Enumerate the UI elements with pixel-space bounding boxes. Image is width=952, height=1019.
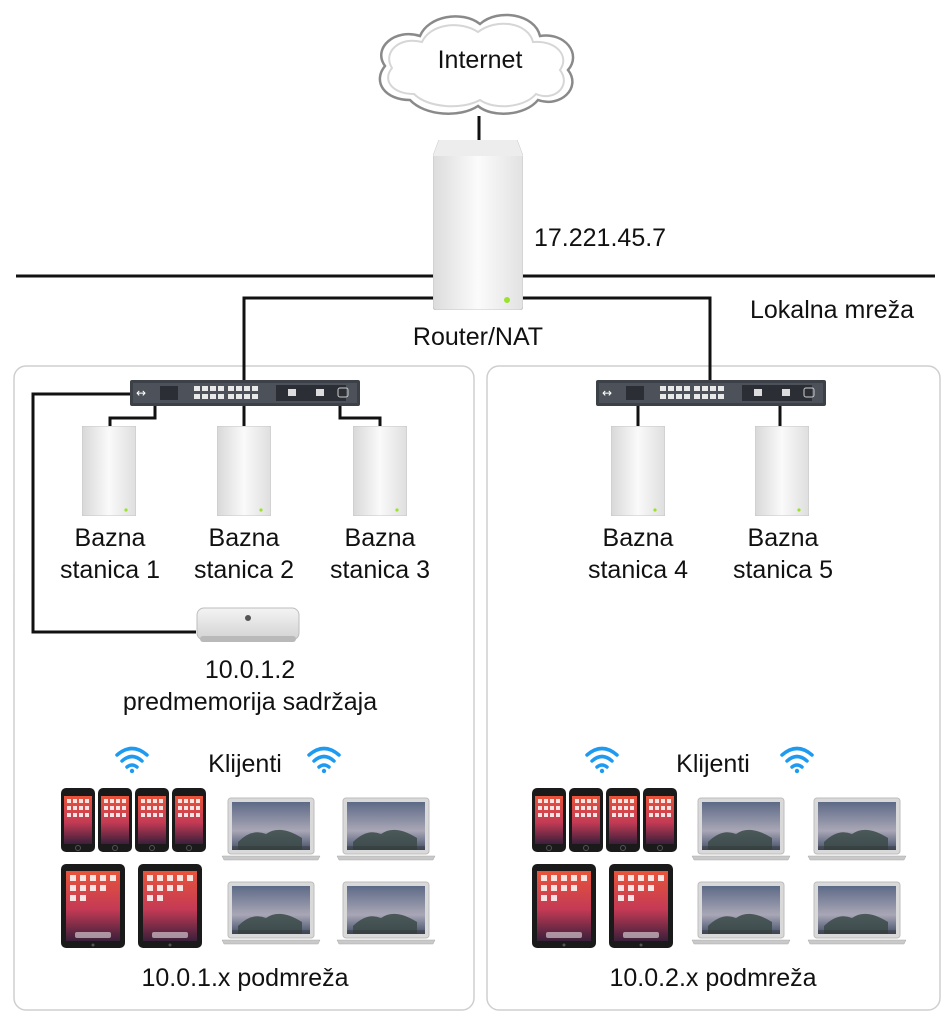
mac-mini-icon [196,606,300,646]
macbook-icon [691,797,791,861]
station-3-label: Bazna stanica 3 [310,522,450,586]
router-icon [433,140,523,310]
subnet-panel-right [486,365,941,1011]
cache-label: predmemorija sadržaja [122,688,378,716]
svg-text:↔: ↔ [602,386,612,400]
svg-text:↔: ↔ [136,386,146,400]
switch-icon: ↔ [596,380,826,406]
subnet-left-label: 10.0.1.x podmreža [141,964,349,992]
station-2-label: Bazna stanica 2 [174,522,314,586]
station-4-label: Bazna stanica 4 [568,522,708,586]
station-label-line1: Bazna [344,524,416,552]
wifi-icon [114,744,150,774]
wifi-icon [584,744,620,774]
station-label-line1: Bazna [747,524,819,552]
cache-ip: 10.0.1.2 [204,656,296,684]
macbook-icon [221,797,321,861]
station-5-label: Bazna stanica 5 [713,522,853,586]
station-1-label: Bazna stanica 1 [40,522,180,586]
iphone-icon [531,787,567,853]
wifi-icon [306,744,342,774]
clients-label-right: Klijenti [676,750,750,778]
internet-label: Internet [437,46,523,74]
iphone-icon [568,787,604,853]
base-station-icon [755,426,809,516]
iphone-icon [60,787,96,853]
switch-icon: ↔ [130,380,360,406]
station-label-line2: stanica 2 [193,556,295,584]
base-station-icon [353,426,407,516]
iphone-icon [605,787,641,853]
router-public-ip: 17.221.45.7 [534,224,667,252]
station-label-line1: Bazna [74,524,146,552]
ipad-icon [532,864,596,948]
ipad-icon [61,864,125,948]
iphone-icon [97,787,133,853]
base-station-icon [82,426,136,516]
macbook-icon [336,797,436,861]
station-label-line2: stanica 3 [329,556,431,584]
iphone-icon [134,787,170,853]
ipad-icon [609,864,673,948]
wifi-icon [779,744,815,774]
macbook-icon [807,881,907,945]
macbook-icon [691,881,791,945]
macbook-icon [336,881,436,945]
router-label: Router/NAT [412,323,544,351]
subnet-right-label: 10.0.2.x podmreža [609,964,817,992]
base-station-icon [217,426,271,516]
iphone-icon [171,787,207,853]
station-label-line1: Bazna [602,524,674,552]
station-label-line2: stanica 1 [59,556,161,584]
ipad-icon [138,864,202,948]
station-label-line2: stanica 4 [587,556,689,584]
station-label-line2: stanica 5 [732,556,834,584]
lan-label: Lokalna mreža [750,296,914,324]
iphone-icon [642,787,678,853]
clients-label-left: Klijenti [208,750,282,778]
router-to-switch-right [523,296,712,380]
station-label-line1: Bazna [208,524,280,552]
macbook-icon [221,881,321,945]
router-to-switch-left [242,296,434,380]
macbook-icon [807,797,907,861]
base-station-icon [611,426,665,516]
